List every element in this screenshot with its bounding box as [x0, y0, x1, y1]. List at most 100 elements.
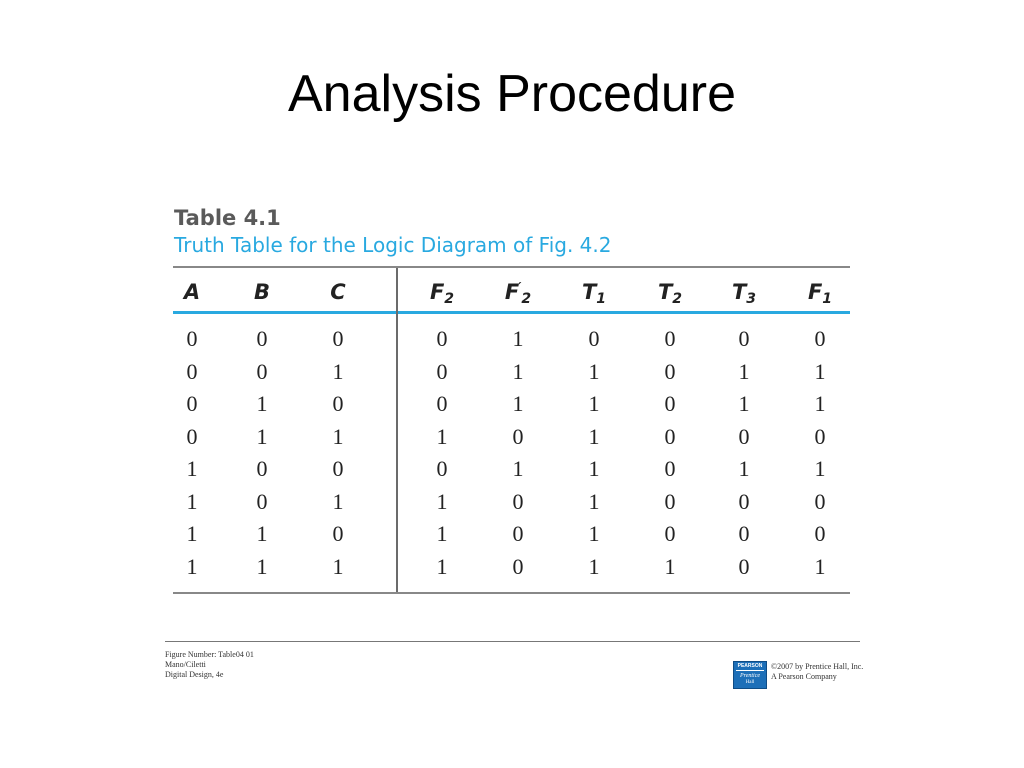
- table-cell: 0: [186, 358, 198, 384]
- table-header-rule: [173, 311, 850, 314]
- table-cell: 1: [332, 358, 344, 384]
- table-cell: 1: [512, 456, 524, 481]
- table-cell: 0: [512, 488, 524, 514]
- table-cell: 0: [436, 358, 448, 384]
- table-cell: 1: [186, 456, 198, 481]
- pearson-logo-top-text: PEARSON: [737, 663, 763, 669]
- column-header: T1: [564, 280, 624, 307]
- table-cell: 1: [588, 456, 600, 481]
- column-header-subscript: 2: [672, 291, 683, 307]
- column-header: A: [162, 280, 222, 304]
- column-header-subscript: 2: [444, 291, 455, 307]
- pearson-logo-middle-text: Prentice: [739, 673, 761, 679]
- footer-authors: Mano/Ciletti: [165, 660, 206, 669]
- footer-copyright: ©2007 by Prentice Hall, Inc. A Pearson C…: [771, 662, 863, 682]
- table-top-rule: [173, 266, 850, 268]
- column-header-subscript: 1: [822, 291, 833, 307]
- column-header-letter: A: [183, 280, 201, 304]
- table-cell: 0: [738, 553, 750, 579]
- column-header-prime: ′: [518, 280, 522, 294]
- table-cell: 0: [256, 358, 268, 384]
- table-cell: 0: [186, 423, 198, 449]
- table-cell: 1: [256, 553, 268, 579]
- footer-book-title: Digital Design, 4e: [165, 670, 224, 679]
- table-cell: 1: [588, 521, 600, 546]
- pearson-logo-bar: [736, 670, 764, 671]
- column-header: C: [308, 280, 368, 304]
- table-cell: 0: [186, 326, 198, 351]
- table-cell: 0: [738, 488, 750, 514]
- table-cell: 1: [814, 358, 826, 384]
- table-cell: 0: [332, 521, 344, 546]
- column-header-letter: F: [429, 280, 445, 304]
- table-cell: 0: [664, 391, 676, 416]
- table-cell: 1: [256, 521, 268, 546]
- column-header-letter: T: [581, 280, 597, 304]
- table-cell: 0: [186, 391, 198, 416]
- table-cell: 1: [332, 488, 344, 514]
- table-cell: 0: [512, 423, 524, 449]
- table-cell: 1: [256, 391, 268, 416]
- footer-figure-number: Figure Number: Table04 01: [165, 650, 254, 659]
- table-cell: 1: [738, 358, 750, 384]
- table-cell: 1: [436, 553, 448, 579]
- table-cell: 1: [588, 488, 600, 514]
- table-cell: 0: [814, 488, 826, 514]
- footer-credits: Figure Number: Table04 01 Mano/Ciletti D…: [165, 650, 254, 680]
- table-cell: 1: [814, 553, 826, 579]
- table-cell: 1: [256, 423, 268, 449]
- column-header-letter: F: [807, 280, 823, 304]
- table-cell: 0: [256, 456, 268, 481]
- column-header: T3: [714, 280, 774, 307]
- table-cell: 1: [738, 456, 750, 481]
- table-cell: 1: [436, 423, 448, 449]
- table-cell: 1: [436, 521, 448, 546]
- column-header-subscript: 2: [521, 291, 532, 307]
- table-cell: 1: [332, 553, 344, 579]
- table-cell: 1: [588, 423, 600, 449]
- footer-copyright-line: ©2007 by Prentice Hall, Inc.: [771, 662, 864, 671]
- table-cell: 1: [512, 391, 524, 416]
- column-header: F1: [790, 280, 850, 307]
- column-header: T2: [640, 280, 700, 307]
- table-cell: 1: [512, 358, 524, 384]
- table-cell: 1: [186, 553, 198, 579]
- table-cell: 0: [256, 488, 268, 514]
- table-cell: 0: [332, 391, 344, 416]
- footer-company-line: A Pearson Company: [771, 672, 837, 681]
- table-cell: 0: [814, 326, 826, 351]
- table-cell: 1: [436, 488, 448, 514]
- table-cell: 0: [436, 326, 448, 351]
- table-cell: 1: [588, 358, 600, 384]
- table-cell: 0: [332, 456, 344, 481]
- table-caption-number: Table 4.1: [174, 206, 281, 230]
- table-cell: 0: [664, 423, 676, 449]
- table-cell: 0: [814, 423, 826, 449]
- column-header: F′2: [488, 280, 548, 307]
- table-cell: 1: [512, 326, 524, 351]
- table-cell: 0: [664, 326, 676, 351]
- table-cell: 1: [664, 553, 676, 579]
- column-header-letter: F: [504, 280, 520, 304]
- slide-title: Analysis Procedure: [288, 65, 736, 123]
- table-cell: 0: [738, 521, 750, 546]
- table-cell: 0: [814, 521, 826, 546]
- column-header-subscript: 1: [596, 291, 607, 307]
- table-cell: 0: [664, 521, 676, 546]
- table-cell: 1: [332, 423, 344, 449]
- table-cell: 1: [186, 521, 198, 546]
- table-cell: 1: [738, 391, 750, 416]
- table-cell: 0: [664, 488, 676, 514]
- table-cell: 1: [186, 488, 198, 514]
- table-cell: 0: [512, 521, 524, 546]
- table-cell: 0: [588, 326, 600, 351]
- table-column-divider: [396, 268, 398, 592]
- table-cell: 0: [738, 326, 750, 351]
- column-header-letter: C: [330, 280, 346, 304]
- table-cell: 1: [814, 391, 826, 416]
- column-header-letter: B: [253, 280, 270, 304]
- column-header: B: [232, 280, 292, 304]
- table-cell: 0: [664, 456, 676, 481]
- footer-rule: [165, 641, 860, 642]
